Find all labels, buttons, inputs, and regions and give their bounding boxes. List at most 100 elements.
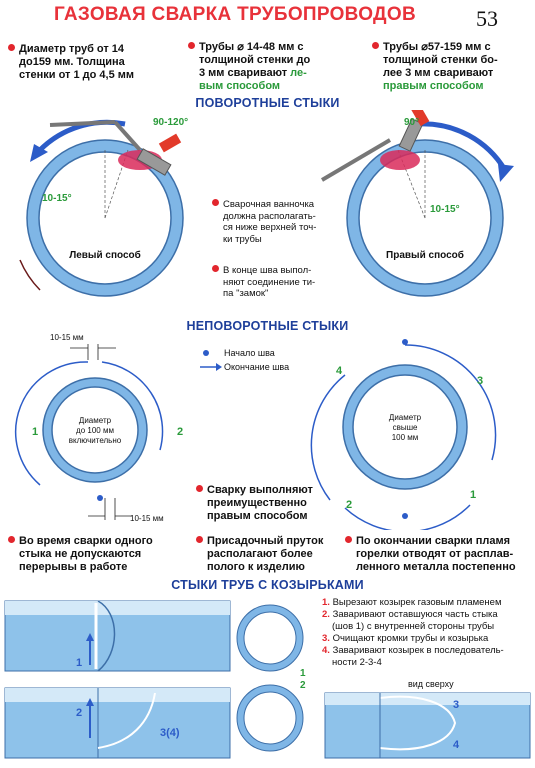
bullet-flame-away: По окончании сварки пламя горелки отводя… xyxy=(345,535,533,574)
legend-start: Начало шва xyxy=(224,348,275,358)
step-text: (шов 1) с внутренней стороны трубы xyxy=(332,621,495,632)
left-rotary-pipe xyxy=(19,119,184,297)
ring-bottom xyxy=(236,684,304,752)
bullet-line: Присадочный пруток xyxy=(207,535,324,547)
legend-end: Окончание шва xyxy=(224,362,289,372)
note-line: па "замок" xyxy=(223,288,269,299)
left-pipe-label-2: до 100 мм xyxy=(76,426,114,435)
pipe-top-view xyxy=(324,692,531,759)
right-pipe-label-1: Диаметр xyxy=(389,413,422,422)
fixed-joints-heading: НЕПОВОРОТНЫЕ СТЫКИ xyxy=(186,319,349,333)
ring-label-1: 1 xyxy=(300,668,306,679)
right-seam-3: 3 xyxy=(477,375,483,387)
bullet-line-green: правым способом xyxy=(383,80,484,92)
step-item: 3. Очищают кромки трубы и козырька xyxy=(322,633,532,645)
step-number: 3. xyxy=(322,633,330,644)
left-pipe-label-3: включительно xyxy=(69,436,122,445)
ring-label-2: 2 xyxy=(300,680,306,691)
bullet-dot-icon xyxy=(188,42,195,49)
bullet-line-green: вым способом xyxy=(199,80,281,92)
left-pipe-label-1: Диаметр xyxy=(79,416,112,425)
bullet-dot-icon xyxy=(8,44,15,51)
bullet-line: стыка не допускаются xyxy=(19,548,142,560)
fixed-diagram: 10-15 мм Диаметр до 100 мм включительно … xyxy=(14,333,497,530)
step-text: Заваривают козырек в последователь- xyxy=(332,645,504,656)
bullet-dot-icon xyxy=(8,536,15,543)
bullet-line: стенки от 1 до 4,5 мм xyxy=(19,69,135,81)
bullet-line: Трубы ⌀ 14-48 мм с xyxy=(199,41,304,53)
rotary-diagram: 90-120° 10-15° Левый способ 90° 10-15° П… xyxy=(19,110,514,297)
note-line: няют соединение ти- xyxy=(223,276,316,288)
bullet-left-method: Трубы ⌀ 14-48 мм с толщиной стенки до 3 … xyxy=(188,41,348,93)
label-seam-3: 3 xyxy=(453,699,459,711)
flanged-joints-heading: СТЫКИ ТРУБ С КОЗЫРЬКАМИ xyxy=(171,578,364,592)
bullet-dot-icon xyxy=(345,536,352,543)
left-fixed-pipe xyxy=(14,361,164,501)
note-line: В конце шва выпол- xyxy=(223,265,312,276)
flanged-diagram: 1 2 3(4) 1 2 3 4 вид сверху xyxy=(4,600,531,759)
bullet-line: 3 мм сваривают xyxy=(199,67,291,79)
note-line: правым способом xyxy=(207,510,308,522)
left-angle-low: 10-15° xyxy=(42,193,72,204)
step-number: 4. xyxy=(322,645,330,656)
bullet-line: лее 3 мм сваривают xyxy=(383,67,494,79)
page-title: ГАЗОВАЯ СВАРКА ТРУБОПРОВОДОВ xyxy=(54,4,416,25)
note-line: ки трубы xyxy=(223,233,262,245)
step-item: 1. Вырезают козырек газовым пламенем xyxy=(322,597,532,609)
bullet-dot-icon xyxy=(196,485,203,492)
bullet-line: Диаметр труб от 14 xyxy=(19,43,125,55)
bullet-line: Во время сварки одного xyxy=(19,535,153,547)
note-line: преимущественно xyxy=(207,497,307,509)
rotary-note-lock: В конце шва выпол- няют соединение ти- п… xyxy=(212,265,337,300)
right-method-label: Правый способ xyxy=(386,249,464,261)
rotary-joints-heading: ПОВОРОТНЫЕ СТЫКИ xyxy=(195,96,340,110)
step-text: Очищают кромки трубы и козырька xyxy=(332,633,489,644)
label-seam-1: 1 xyxy=(76,657,82,669)
bullet-line: располагают более xyxy=(207,548,313,560)
bullet-filler-rod: Присадочный пруток располагают более пол… xyxy=(196,535,341,574)
bullet-line: перерывы в работе xyxy=(19,561,128,573)
right-pipe-label-2: свыше xyxy=(393,423,418,432)
rotary-note-weld-pool: Сварочная ванночка должна располагать- с… xyxy=(212,199,337,245)
right-seam-2: 2 xyxy=(346,499,352,511)
bullet-dot-icon xyxy=(212,199,219,206)
note-line: должна располагать- xyxy=(223,210,316,222)
bullet-dot-icon xyxy=(372,42,379,49)
step-number: 1. xyxy=(322,597,330,608)
note-line: Сварочная ванночка xyxy=(223,199,315,210)
bullet-line: По окончании сварки пламя xyxy=(356,535,511,547)
label-seam-4: 4 xyxy=(453,739,460,751)
step-number: 2. xyxy=(322,609,330,620)
bullet-dot-icon xyxy=(196,536,203,543)
bullet-line-green: ле- xyxy=(290,67,307,79)
bullet-no-breaks: Во время сварки одного стыка не допускаю… xyxy=(8,535,188,574)
note-line: ся ниже верхней точ- xyxy=(223,222,317,233)
right-pipe-label-3: 100 мм xyxy=(392,433,419,442)
ring-top xyxy=(236,604,304,672)
bullet-right-method: Трубы ⌀57-159 мм с толщиной стенки бо- л… xyxy=(372,41,532,93)
flanged-steps: 1. Вырезают козырек газовым пламенем 2. … xyxy=(322,597,532,669)
start-dot-icon xyxy=(203,350,209,356)
gap-top-label: 10-15 мм xyxy=(50,333,84,342)
page-number: 53 xyxy=(476,6,498,31)
top-view-label: вид сверху xyxy=(408,679,454,689)
bullet-line: полого к изделию xyxy=(207,561,305,573)
right-rotary-pipe xyxy=(320,110,514,297)
left-angle-top: 90-120° xyxy=(153,117,188,128)
pipe-top-left xyxy=(4,600,231,672)
bullet-line: горелки отводят от расплав- xyxy=(356,548,514,560)
left-method-label: Левый способ xyxy=(69,249,141,261)
note-line: Сварку выполняют xyxy=(207,484,313,496)
right-seam-4: 4 xyxy=(336,365,343,377)
left-seam-2: 2 xyxy=(177,426,183,438)
bullet-line: толщиной стенки бо- xyxy=(383,54,498,66)
right-fixed-pipe xyxy=(310,339,497,530)
step-item: 4. Заваривают козырек в последователь-но… xyxy=(322,645,532,669)
step-text: ности 2-3-4 xyxy=(332,657,382,668)
pipe-bottom-left xyxy=(4,687,231,759)
label-seam-3-4: 3(4) xyxy=(160,727,180,739)
bullet-line: ленного металла постепенно xyxy=(356,561,516,573)
right-seam-1: 1 xyxy=(470,489,476,501)
fixed-center-note: Сварку выполняют преимущественно правым … xyxy=(196,484,336,523)
step-item: 2. Заваривают оставшуюся часть стыка(шов… xyxy=(322,609,532,633)
